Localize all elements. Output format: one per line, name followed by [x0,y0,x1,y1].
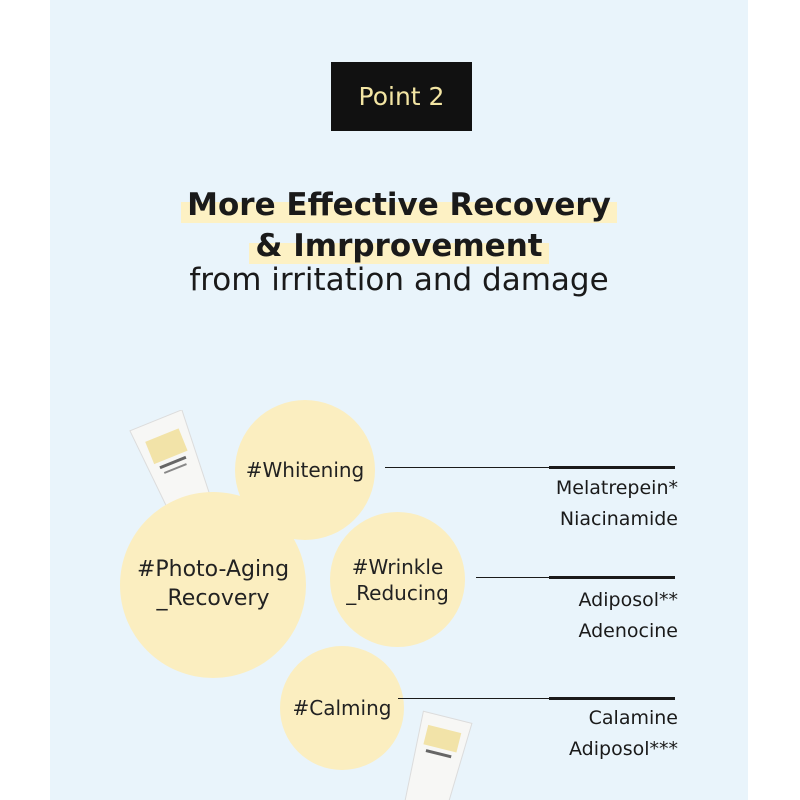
connector-calming-end [549,697,675,700]
connector-whitening-end [549,466,675,469]
ingredient-item: Calamine [588,707,678,729]
circle-calming: #Calming [280,646,404,770]
point-badge: Point 2 [331,62,472,131]
wrinkle-line-2: _Reducing [346,580,449,605]
circle-wrinkle: #Wrinkle _Reducing [330,512,465,647]
headline-line-2: & Imrprovement [50,228,748,264]
circle-whitening: #Whitening [235,400,375,540]
ingredients-calming: Calamine Adiposol*** [478,703,678,765]
connector-wrinkle-end [549,576,675,579]
wrinkle-line-1: #Wrinkle [351,554,444,579]
photo-aging-line-2: _Recovery [156,586,270,611]
connector-calming [398,698,675,699]
ingredients-whitening: Melatrepein* Niacinamide [478,473,678,535]
sunscreen-tube-small-icon [403,710,473,800]
infographic-panel: Point 2 More Effective Recovery & Imrpro… [50,0,748,800]
circle-photo-aging: #Photo-Aging _Recovery [120,492,306,678]
ingredient-item: Niacinamide [559,508,678,530]
photo-aging-line-1: #Photo-Aging [136,557,290,583]
headline-line-3: from irritation and damage [189,262,609,298]
headline-line-1: More Effective Recovery [50,187,748,223]
point-badge-label: Point 2 [358,82,445,111]
ingredient-item: Melatrepein* [555,477,678,499]
ingredient-item: Adenocine [578,620,678,642]
ingredient-item: Adiposol** [578,589,679,611]
ingredients-wrinkle: Adiposol** Adenocine [478,585,678,647]
ingredient-item: Adiposol*** [569,738,678,760]
connector-whitening [385,467,675,468]
